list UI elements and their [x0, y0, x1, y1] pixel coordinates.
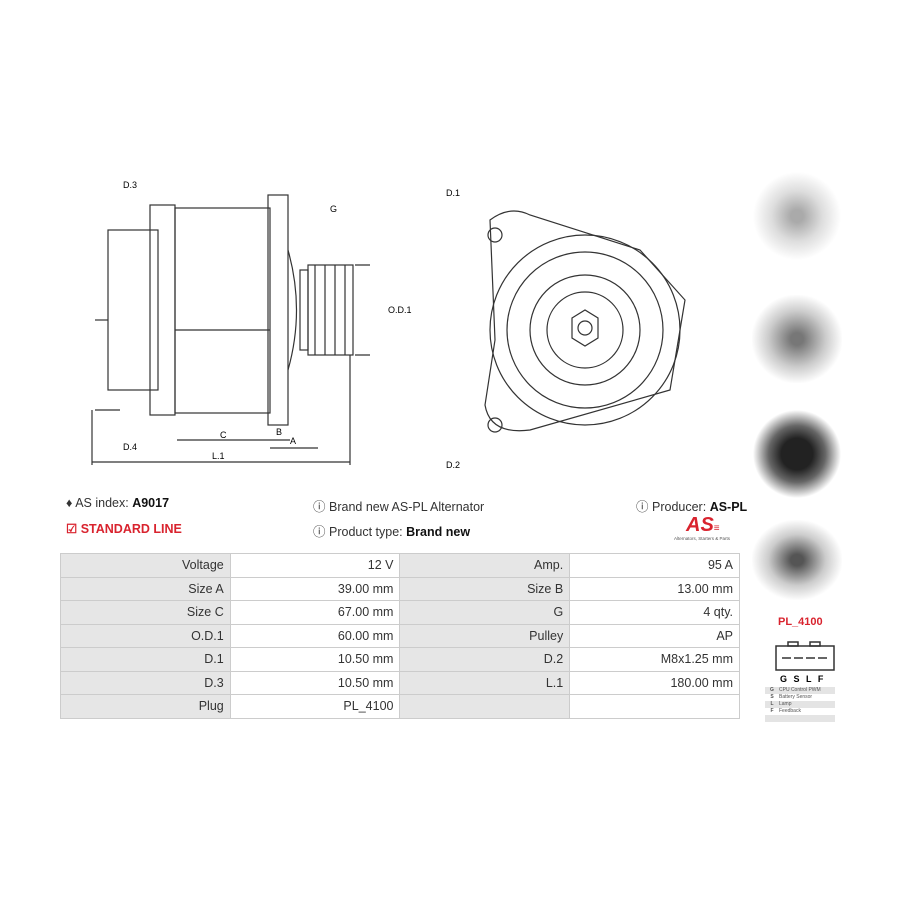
plug-pins: G S L F	[780, 674, 826, 684]
spec-value: 60.00 mm	[229, 623, 401, 648]
spec-value: 180.00 mm	[569, 670, 740, 695]
label-a: A	[290, 436, 297, 446]
as-pl-logo: AS≡	[686, 514, 720, 536]
info-icon: ⓘ	[313, 525, 326, 539]
spec-value: 12 V	[229, 553, 401, 578]
spec-value: 10.50 mm	[229, 670, 401, 695]
spec-value: 67.00 mm	[229, 600, 401, 625]
spec-value: 4 qty.	[569, 600, 740, 625]
spec-value	[569, 694, 740, 719]
spec-label: Voltage	[60, 553, 231, 578]
producer: ⓘ Producer: AS-PL	[636, 500, 748, 514]
spec-value: 13.00 mm	[569, 576, 740, 601]
plug-name: PL_4100	[778, 616, 823, 628]
spec-label: Size B	[399, 576, 571, 601]
label-d4: D.4	[123, 442, 138, 452]
tag-icon: ♦	[66, 496, 73, 510]
product-photo-rear[interactable]	[752, 410, 842, 498]
product-photo-side[interactable]	[752, 295, 842, 383]
spec-value: AP	[569, 623, 740, 648]
spec-label: D.1	[60, 647, 231, 672]
product-type: ⓘ Product type: Brand new	[313, 525, 471, 539]
label-d2: D.2	[446, 460, 461, 470]
spec-label: G	[399, 600, 571, 625]
label-g: G	[330, 204, 338, 214]
spec-label: O.D.1	[60, 623, 231, 648]
label-od1: O.D.1	[388, 305, 412, 315]
product-photo-front[interactable]	[752, 172, 842, 260]
spec-label	[399, 694, 571, 719]
spec-value: 39.00 mm	[229, 576, 401, 601]
info-icon: ⓘ	[313, 500, 326, 514]
description: ⓘ Brand new AS-PL Alternator	[313, 500, 485, 514]
label-d3: D.3	[123, 180, 138, 190]
spec-value: 10.50 mm	[229, 647, 401, 672]
spec-label: Size A	[60, 576, 231, 601]
label-l1: L.1	[212, 451, 225, 461]
spec-label: D.2	[399, 647, 571, 672]
spec-label: Pulley	[399, 623, 571, 648]
spec-label: Size C	[60, 600, 231, 625]
product-photo-angle[interactable]	[752, 520, 842, 600]
standard-line: ☑ STANDARD LINE	[66, 522, 182, 536]
spec-value: 95 A	[569, 553, 740, 578]
plug-connector-icon	[775, 641, 835, 671]
legend-row	[765, 715, 835, 722]
label-d1: D.1	[446, 188, 461, 198]
label-b: B	[276, 427, 283, 437]
spec-value: PL_4100	[229, 694, 401, 719]
spec-value: M8x1.25 mm	[569, 647, 740, 672]
as-index: ♦ AS index: A9017	[66, 496, 170, 510]
front-view-diagram	[484, 210, 686, 433]
spec-label: D.3	[60, 670, 231, 695]
spec-label: Amp.	[399, 553, 571, 578]
checkbox-icon: ☑	[66, 522, 78, 536]
info-icon: ⓘ	[636, 500, 649, 514]
logo-tagline: Alternators, Starters & Parts	[674, 536, 731, 541]
spec-label: Plug	[60, 694, 231, 719]
side-view-diagram	[91, 194, 370, 465]
label-c: C	[220, 430, 227, 440]
spec-label: L.1	[399, 670, 571, 695]
